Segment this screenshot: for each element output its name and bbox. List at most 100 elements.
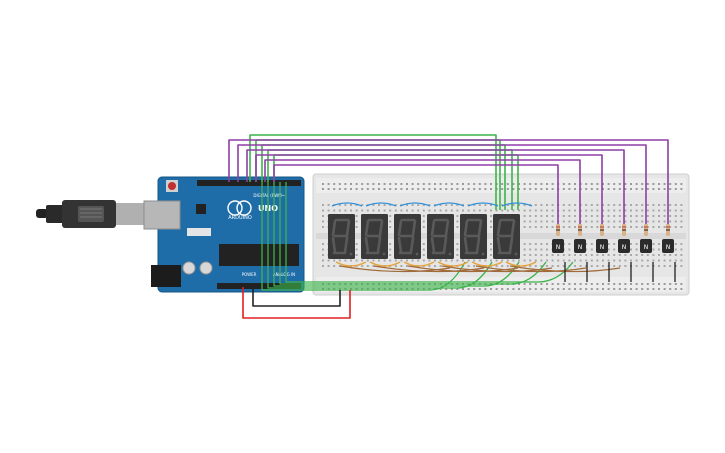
segment-5 bbox=[430, 219, 436, 237]
seven-segment-digit-5[interactable] bbox=[460, 214, 487, 259]
blue-jumper-3 bbox=[399, 202, 431, 207]
blue-jumper-2 bbox=[365, 202, 397, 207]
transistor-label: N bbox=[666, 244, 671, 251]
power-analog-header bbox=[217, 283, 301, 289]
seven-segment-digit-1[interactable] bbox=[328, 214, 355, 259]
segment-5 bbox=[364, 219, 370, 237]
segment-2 bbox=[409, 236, 415, 254]
orange-jumper-1 bbox=[335, 261, 367, 267]
segment-5 bbox=[331, 219, 337, 237]
orange-jumper-4 bbox=[437, 261, 469, 267]
usb-grip bbox=[78, 206, 104, 222]
transistor-body bbox=[662, 239, 674, 253]
green-lower-wire-4 bbox=[279, 182, 547, 285]
segment-2 bbox=[343, 236, 349, 254]
green-lower-wire-5 bbox=[285, 182, 574, 283]
transistor-5[interactable]: N bbox=[640, 224, 652, 253]
transistor-label: N bbox=[578, 244, 583, 251]
segment-1 bbox=[345, 219, 351, 237]
decimal-point bbox=[514, 252, 518, 256]
segment-1 bbox=[444, 219, 450, 237]
transistor-2[interactable]: N bbox=[574, 224, 586, 253]
red-power-wire bbox=[242, 287, 351, 319]
seven-segment-digit-4[interactable] bbox=[427, 214, 454, 259]
transistor-label: N bbox=[644, 244, 649, 251]
purple-wire-5 bbox=[264, 159, 581, 228]
brown-jumper-5 bbox=[475, 265, 587, 273]
segment-1 bbox=[378, 219, 384, 237]
decimal-point bbox=[415, 252, 419, 256]
purple-wire-3 bbox=[246, 149, 625, 228]
segment-4 bbox=[397, 236, 403, 254]
reset-button[interactable] bbox=[168, 182, 176, 190]
arduino-logo-icon-right bbox=[236, 200, 252, 216]
transistor-6[interactable]: N bbox=[662, 224, 674, 253]
decimal-point bbox=[349, 252, 353, 256]
usb-chip bbox=[196, 204, 206, 214]
arduino-logo-icon bbox=[227, 200, 243, 216]
segment-5 bbox=[496, 219, 502, 237]
segment-5 bbox=[397, 219, 403, 237]
blue-jumper-1 bbox=[331, 202, 363, 207]
seven-segment-digit-2[interactable] bbox=[361, 214, 388, 259]
purple-wire-1 bbox=[228, 139, 669, 228]
power-label: POWER bbox=[242, 272, 257, 277]
segment-2 bbox=[508, 236, 514, 254]
transistor-label: N bbox=[622, 244, 627, 251]
segment-2 bbox=[442, 236, 448, 254]
power-jack bbox=[151, 265, 181, 287]
transistor-body bbox=[640, 239, 652, 253]
seven-segment-digit-6[interactable] bbox=[493, 214, 520, 259]
transistor-3[interactable]: N bbox=[596, 224, 608, 253]
segment-1 bbox=[411, 219, 417, 237]
segment-4 bbox=[496, 236, 502, 254]
purple-wire-6 bbox=[273, 164, 559, 228]
digital-header bbox=[197, 180, 301, 186]
orange-jumper-5 bbox=[471, 261, 503, 267]
capacitor-1 bbox=[182, 261, 196, 275]
decimal-point bbox=[382, 252, 386, 256]
blue-jumper-6 bbox=[501, 202, 533, 207]
segment-4 bbox=[463, 236, 469, 254]
analog-label: ANALOG IN bbox=[273, 272, 295, 277]
segment-4 bbox=[331, 236, 337, 254]
purple-wire-2 bbox=[237, 144, 647, 228]
transistor-body bbox=[574, 239, 586, 253]
segment-2 bbox=[475, 236, 481, 254]
wires[interactable] bbox=[228, 134, 676, 319]
orange-jumper-2 bbox=[369, 261, 401, 267]
transistor-4[interactable]: N bbox=[618, 224, 630, 253]
brand-label: ARDUINO bbox=[228, 215, 252, 221]
transistor-body bbox=[618, 239, 630, 253]
seven-segment-displays[interactable] bbox=[328, 214, 520, 259]
segment-2 bbox=[376, 236, 382, 254]
digital-label: DIGITAL (PWM~) bbox=[253, 193, 287, 198]
crystal bbox=[187, 228, 211, 236]
green-wire-1 bbox=[249, 134, 497, 210]
transistor-label: N bbox=[600, 244, 605, 251]
usb-port bbox=[143, 200, 181, 230]
decimal-point bbox=[448, 252, 452, 256]
orange-jumper-3 bbox=[403, 261, 435, 267]
segment-1 bbox=[510, 219, 516, 237]
segment-4 bbox=[430, 236, 436, 254]
usb-cable[interactable] bbox=[36, 200, 146, 228]
purple-wire-4 bbox=[255, 154, 603, 228]
transistor-1[interactable]: N bbox=[552, 224, 564, 253]
decimal-point bbox=[481, 252, 485, 256]
atmega-chip bbox=[219, 244, 299, 266]
transistor-body bbox=[596, 239, 608, 253]
seven-segment-digit-3[interactable] bbox=[394, 214, 421, 259]
black-ground-wire bbox=[252, 287, 341, 307]
transistor-body bbox=[552, 239, 564, 253]
blue-jumper-4 bbox=[433, 202, 465, 207]
segment-1 bbox=[477, 219, 483, 237]
orange-jumper-6 bbox=[505, 261, 537, 267]
blue-jumper-5 bbox=[467, 202, 499, 207]
segment-5 bbox=[463, 219, 469, 237]
capacitor-2 bbox=[199, 261, 213, 275]
transistor-label: N bbox=[556, 244, 561, 251]
segment-4 bbox=[364, 236, 370, 254]
